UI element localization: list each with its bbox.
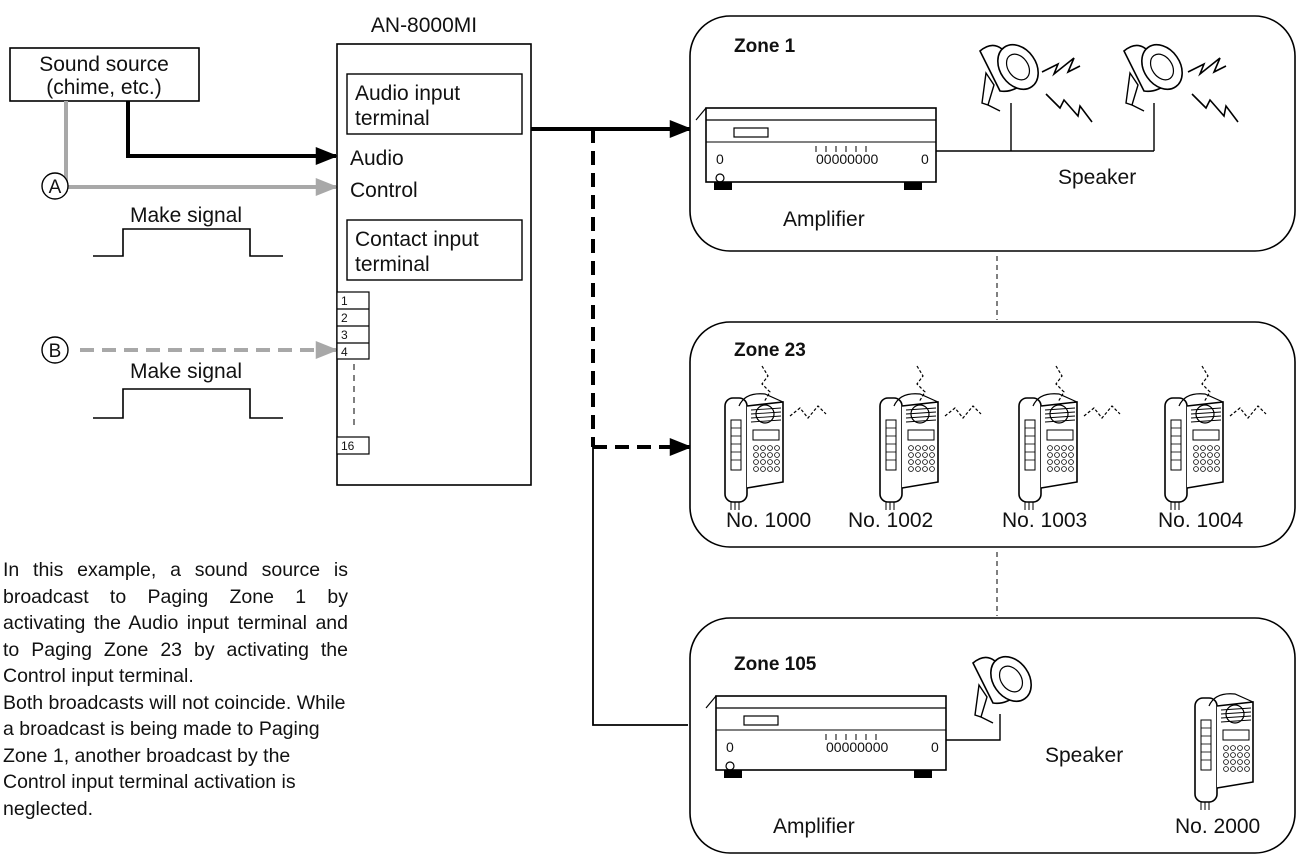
zone23-station-label-1: No. 1000	[726, 509, 811, 532]
audio-label: Audio	[350, 147, 404, 170]
contact-terminal-4: 4	[341, 345, 348, 359]
contact-input-terminal-box	[346, 219, 523, 281]
audio-input-terminal-box	[346, 73, 523, 135]
description-paragraph-1: In this example, a sound source is broad…	[3, 559, 348, 687]
make-signal-b-label: Make signal	[130, 360, 242, 383]
control-label: Control	[350, 179, 418, 202]
contact-terminal-1: 1	[341, 294, 348, 308]
zone105-speaker-wiring	[946, 714, 1001, 741]
contact-terminal-16: 16	[341, 439, 355, 453]
make-signal-b-pulse	[93, 388, 283, 419]
audio-input-terminal-label-1: Audio input	[355, 82, 460, 105]
output-line-zone105	[592, 447, 688, 726]
zone1-speaker-wiring	[936, 103, 1155, 152]
zone105-box	[689, 617, 1296, 854]
marker-b-circle	[41, 336, 69, 364]
contact-terminal-3: 3	[341, 328, 348, 342]
zone23-box	[689, 321, 1296, 548]
zone1-amplifier-label: Amplifier	[783, 208, 865, 231]
zone23-sound-waves	[761, 365, 1267, 419]
zone105-title: Zone 105	[734, 654, 817, 675]
zone105-speaker-label: Speaker	[1045, 744, 1123, 767]
zone105-amplifier-label: Amplifier	[773, 815, 855, 838]
marker-a-circle	[41, 172, 69, 200]
contact-terminal-2: 2	[341, 311, 348, 325]
audio-input-terminal-label-2: terminal	[355, 107, 430, 130]
make-signal-a-pulse	[93, 228, 283, 257]
zone1-speaker-label: Speaker	[1058, 166, 1136, 189]
device-name: AN-8000MI	[371, 14, 477, 37]
zone105-station-label: No. 2000	[1175, 815, 1260, 838]
zone1-sound-waves	[1041, 57, 1239, 123]
contact-input-terminal-label-2: terminal	[355, 253, 430, 276]
zone1-amplifier	[695, 107, 937, 191]
description-paragraph-2: Both broadcasts will not coincide. While…	[3, 691, 346, 820]
zone105-amplifier	[705, 695, 947, 779]
make-signal-a-label: Make signal	[130, 204, 242, 227]
sound-source-label-2: (chime, etc.)	[46, 76, 162, 99]
zone23-station-label-4: No. 1004	[1158, 509, 1244, 532]
audio-connection-line	[126, 101, 339, 165]
control-connection-line	[64, 101, 339, 196]
sound-source-label-1: Sound source	[39, 53, 169, 76]
marker-b-label: B	[49, 341, 62, 362]
zone23-station-label-2: No. 1002	[848, 509, 933, 532]
description-text: In this example, a sound source is broad…	[3, 557, 348, 822]
contact-input-terminal-label-1: Contact input	[355, 228, 479, 251]
zone1-title: Zone 1	[734, 36, 796, 57]
sound-source-box	[9, 47, 200, 102]
zone23-station-label-3: No. 1003	[1002, 509, 1087, 532]
marker-a-label: A	[49, 177, 62, 198]
zone23-title: Zone 23	[734, 340, 806, 361]
contact-terminal-strip	[336, 291, 370, 455]
